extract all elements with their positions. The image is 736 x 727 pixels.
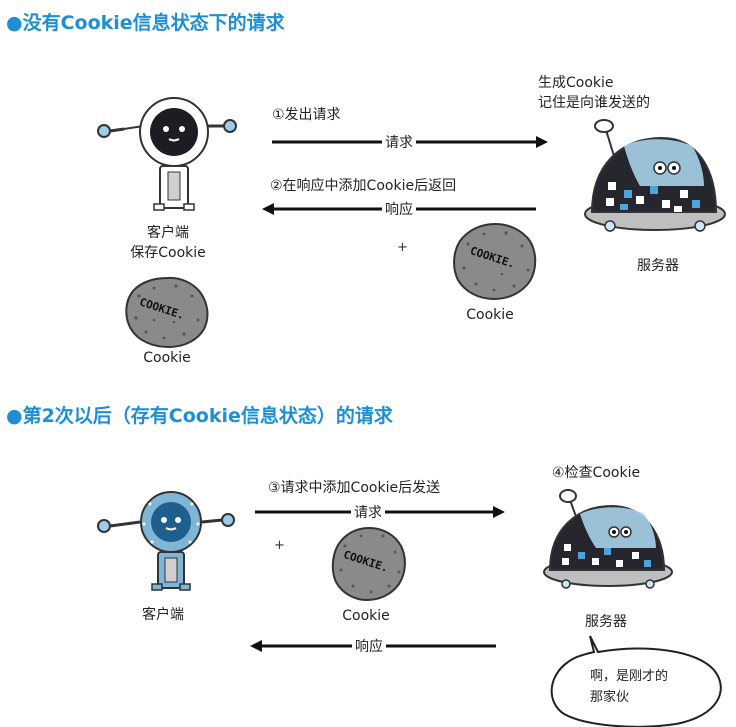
step1-label: ①发出请求	[272, 107, 341, 123]
server-note-line2: 记住是向谁发送的	[538, 95, 650, 111]
response-label: 响应	[352, 636, 386, 656]
cookie-label: Cookie	[342, 608, 390, 624]
plus-sign: +	[397, 240, 408, 255]
server-robot-icon	[584, 119, 726, 232]
client-robot-icon	[97, 491, 235, 591]
server-robot-icon	[543, 489, 673, 589]
request-label: 请求	[351, 502, 385, 522]
step4-label: ④检查Cookie	[552, 465, 641, 481]
cookie-icon: COOKIE.	[453, 222, 537, 301]
request-label: 请求	[382, 132, 416, 152]
step3-label: ③请求中添加Cookie后发送	[268, 480, 441, 496]
section2-title: ●第2次以后（存有Cookie信息状态）的请求	[6, 405, 393, 427]
cookie-icon: COOKIE.	[331, 526, 406, 602]
client-label: 客户端	[147, 225, 189, 241]
cookie-label-server: Cookie	[466, 307, 514, 323]
client-label: 客户端	[142, 607, 184, 623]
cookie-label-client: Cookie	[143, 350, 191, 366]
client-save-cookie-label: 保存Cookie	[130, 245, 206, 261]
client-robot-icon	[97, 97, 237, 211]
server-label: 服务器	[637, 258, 679, 274]
section1-title: ●没有Cookie信息状态下的请求	[6, 12, 285, 34]
server-note-line1: 生成Cookie	[538, 75, 614, 91]
server-label: 服务器	[585, 614, 627, 630]
plus-sign: +	[274, 538, 285, 553]
cookie-icon: COOKIE.	[125, 276, 209, 349]
step2-label: ②在响应中添加Cookie后返回	[270, 178, 457, 194]
response-label: 响应	[382, 199, 416, 219]
speech-line1: 啊，是刚才的	[590, 669, 669, 684]
speech-line2: 那家伙	[590, 690, 630, 705]
